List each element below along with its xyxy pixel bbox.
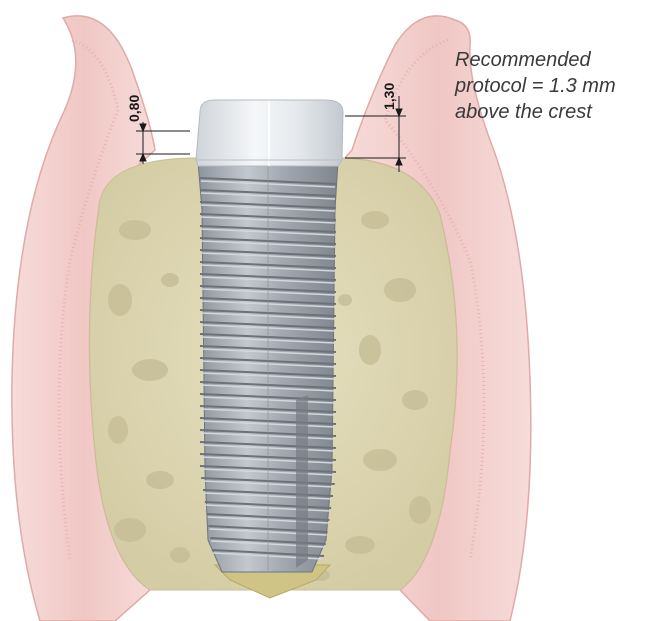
dental-implant-icon	[196, 100, 343, 572]
protocol-annotation: Recommended protocol = 1.3 mm above the …	[455, 47, 655, 125]
annotation-line-1: Recommended	[455, 47, 655, 73]
annotation-line-3: above the crest	[455, 99, 655, 125]
annotation-line-2: protocol = 1.3 mm	[455, 73, 655, 99]
implant-flute	[296, 395, 308, 568]
dimension-label-right: 1,30	[381, 83, 397, 110]
dimension-label-left: 0,80	[126, 95, 142, 122]
